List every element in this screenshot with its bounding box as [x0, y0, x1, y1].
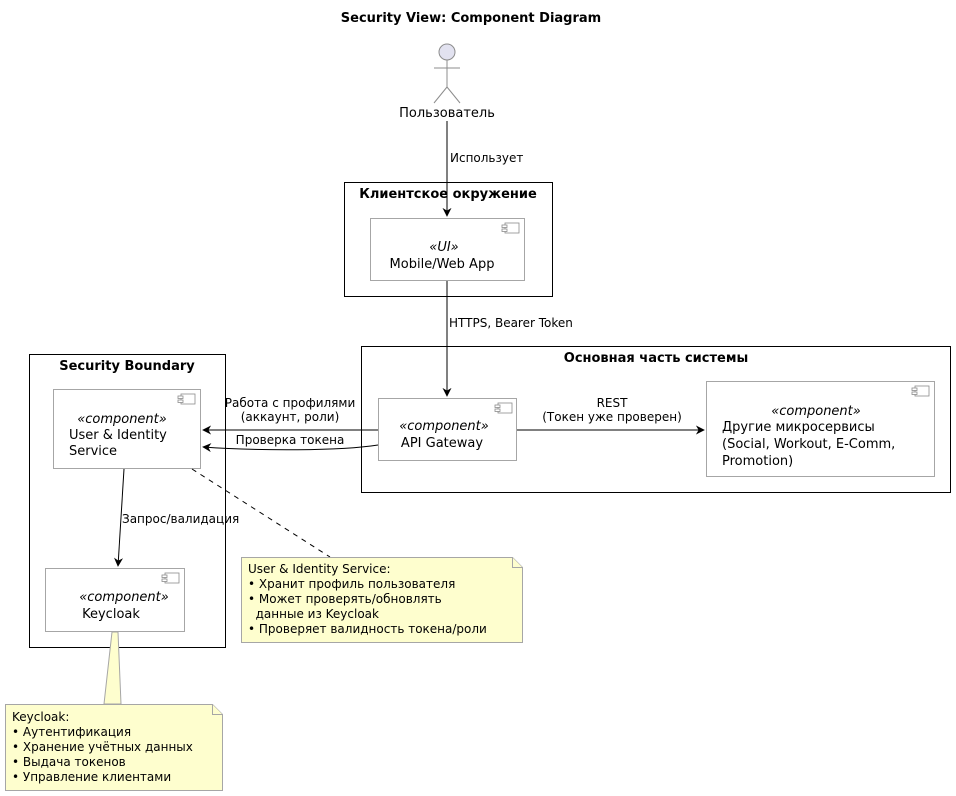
group-security-label: Security Boundary	[59, 359, 195, 374]
user-actor-icon	[433, 43, 461, 104]
component-mobile-web-app[interactable]: «UI» Mobile/Web App	[370, 218, 525, 281]
keycloak-name: Keycloak	[82, 607, 140, 622]
component-user-identity-service[interactable]: «component» User & Identity Service	[53, 389, 201, 469]
uis-stereotype: «component»	[77, 412, 167, 427]
edge-gateway-to-other: REST (Токен уже проверен)	[517, 396, 705, 435]
edge-user-to-app: Использует	[442, 121, 523, 217]
app-stereotype: «UI»	[429, 240, 458, 255]
keycloak-stereotype: «component»	[79, 590, 169, 605]
edge-gateway-to-uis-check: Проверка токена	[202, 433, 379, 453]
edge-rest-label-line-2: (Токен уже проверен)	[542, 410, 682, 424]
other-stereotype: «component»	[771, 404, 861, 419]
edge-check-label: Проверка токена	[236, 433, 345, 447]
edge-gateway-to-uis-profiles: Работа с профилями (аккаунт, роли)	[202, 396, 378, 435]
component-icon	[911, 385, 930, 397]
note-keycloak-line-1: Keycloak:	[12, 710, 69, 724]
note-keycloak-line-3: • Хранение учётных данных	[12, 740, 193, 754]
note-keycloak-line-4: • Выдача токенов	[12, 755, 126, 769]
edge-rest-label-line-1: REST	[597, 396, 629, 410]
edge-app-to-gateway: HTTPS, Bearer Token	[442, 281, 573, 397]
group-core-label: Основная часть системы	[564, 351, 748, 366]
note-uis-line-4: данные из Keycloak	[248, 607, 379, 621]
diagram-title: Security View: Component Diagram	[341, 11, 601, 26]
app-name: Mobile/Web App	[390, 257, 495, 272]
gateway-name: API Gateway	[401, 436, 483, 451]
edge-uses-label: Использует	[450, 151, 523, 165]
edge-request-label: Запрос/валидация	[122, 512, 239, 526]
actor-label: Пользователь	[399, 106, 495, 121]
component-other-microservices[interactable]: «component» Другие микросервисы (Social,…	[706, 381, 935, 477]
uis-name-line-1: User & Identity	[69, 428, 167, 443]
note-uis-line-3: • Может проверять/обновлять	[248, 592, 442, 606]
edge-https-label: HTTPS, Bearer Token	[449, 316, 573, 330]
edge-profiles-label-line-1: Работа с профилями	[225, 396, 356, 410]
note-uis-connector	[191, 468, 331, 558]
note-keycloak: Keycloak: • Аутентификация • Хранение уч…	[5, 631, 223, 791]
group-client-label: Клиентское окружение	[359, 187, 537, 202]
actor-user: Пользователь	[399, 43, 495, 121]
note-keycloak-line-2: • Аутентификация	[12, 725, 131, 739]
edge-profiles-label-line-2: (аккаунт, роли)	[241, 410, 340, 424]
uis-name-line-2: Service	[69, 444, 117, 459]
component-icon	[501, 222, 520, 234]
component-icon	[161, 572, 180, 584]
note-uis-line-5: • Проверяет валидность токена/роли	[248, 622, 487, 636]
note-uis-line-2: • Хранит профиль пользователя	[248, 577, 455, 591]
component-api-gateway[interactable]: «component» API Gateway	[378, 398, 517, 461]
edge-uis-to-keycloak: Запрос/валидация	[114, 468, 239, 567]
note-keycloak-line-5: • Управление клиентами	[12, 770, 171, 784]
gateway-stereotype: «component»	[399, 419, 489, 434]
other-name-line-1: Другие микросервисы	[722, 420, 875, 435]
other-name-line-2: (Social, Workout, E-Comm,	[722, 437, 895, 452]
component-icon	[177, 393, 196, 405]
component-keycloak[interactable]: «component» Keycloak	[45, 568, 185, 632]
other-name-line-3: Promotion)	[722, 454, 793, 469]
note-uis: User & Identity Service: • Хранит профил…	[241, 557, 523, 643]
component-icon	[494, 402, 513, 414]
note-uis-line-1: User & Identity Service:	[248, 562, 391, 576]
